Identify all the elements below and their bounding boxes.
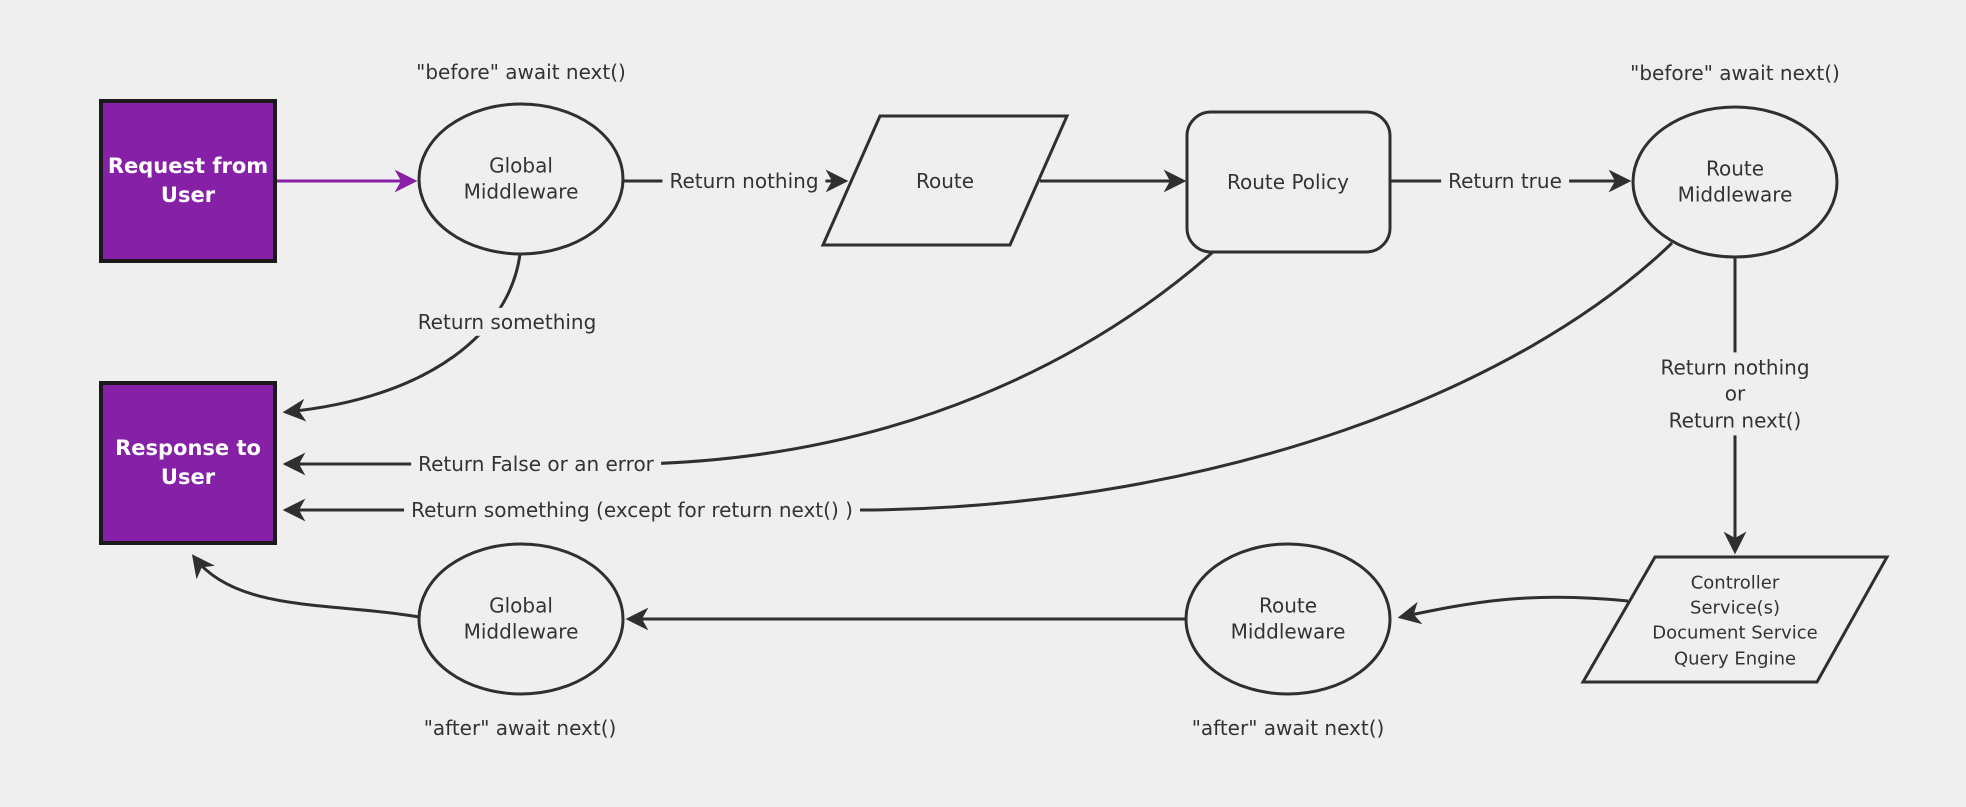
response-to-user-label: Response to User xyxy=(115,436,261,489)
after-await-next-left-annotation: "after" await next() xyxy=(423,715,617,740)
route-label: Route xyxy=(915,168,975,193)
request-from-user-label: Request from User xyxy=(107,154,269,207)
controller-services-node xyxy=(1580,555,1890,684)
edge-global-middleware-to-response xyxy=(191,554,420,619)
after-await-next-right-annotation: "after" await next() xyxy=(1191,715,1385,740)
return-something-edge-label: Return something xyxy=(410,307,604,337)
edge-return-something-except-to-response xyxy=(282,241,1674,522)
response-to-user-node xyxy=(99,381,277,545)
global-middleware-bottom-node xyxy=(417,542,625,696)
return-nothing-edge-label: Return nothing xyxy=(662,166,826,196)
route-middleware-top-label: Route Middleware xyxy=(1677,156,1793,207)
route-node xyxy=(820,114,1070,247)
route-policy-label: Route Policy xyxy=(1227,169,1349,194)
before-await-next-right-annotation: "before" await next() xyxy=(1630,60,1840,85)
route-middleware-bottom-node xyxy=(1184,542,1392,696)
request-from-user-node xyxy=(99,99,277,263)
route-middleware-bottom-label: Route Middleware xyxy=(1230,593,1346,644)
global-middleware-bottom-label: Global Middleware xyxy=(463,593,579,644)
edge-return-false-to-response xyxy=(282,250,1214,476)
global-middleware-top-label: Global Middleware xyxy=(463,153,579,204)
before-await-next-left-annotation: "before" await next() xyxy=(416,59,626,84)
edge-return-something-to-response xyxy=(282,253,522,422)
return-false-or-error-edge-label: Return False or an error xyxy=(411,449,661,479)
route-middleware-top-node xyxy=(1631,105,1839,259)
route-policy-node xyxy=(1185,110,1392,254)
global-middleware-top-node xyxy=(417,102,625,256)
return-nothing-or-next-edge-label: Return nothing or Return next() xyxy=(1650,352,1820,436)
return-true-edge-label: Return true xyxy=(1441,166,1569,196)
edge-controller-to-route-middleware-bottom xyxy=(1397,595,1629,625)
return-something-except-edge-label: Return something (except for return next… xyxy=(404,495,860,525)
controller-services-label: Controller Service(s) Document Service Q… xyxy=(1652,572,1818,670)
